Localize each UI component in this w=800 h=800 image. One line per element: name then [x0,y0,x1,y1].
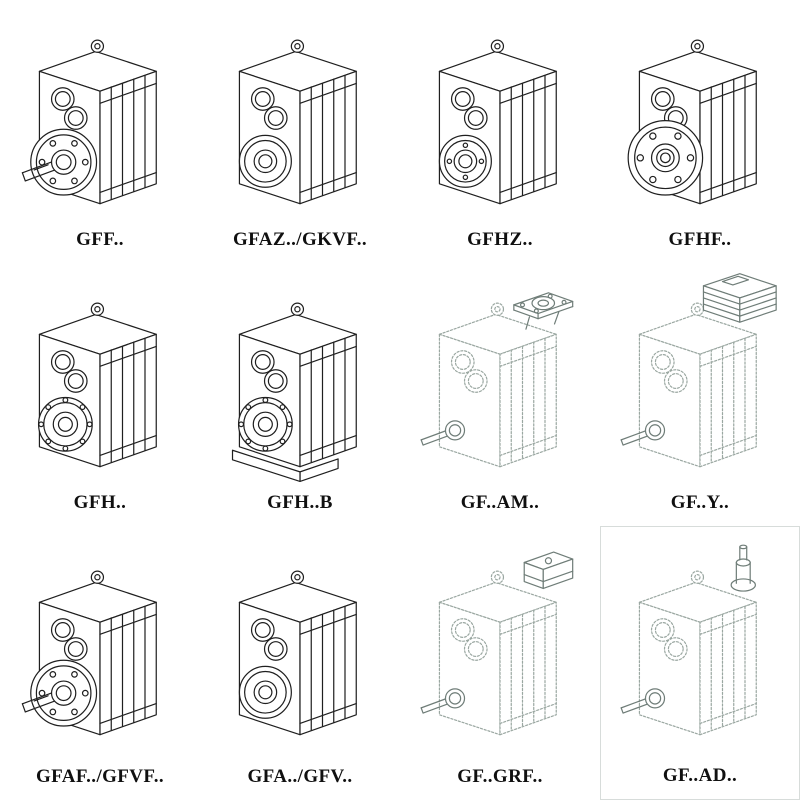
gearbox-model-label: GFF.. [76,229,124,250]
catalog-cell: GF..GRF.. [400,526,600,800]
gearbox-model-label: GF..AD.. [662,765,738,786]
gearbox-drawing-gf-ad [602,531,798,761]
gearbox-drawing-gfh-b [202,267,398,488]
gearbox-model-label: GF..GRF.. [457,766,543,787]
catalog-cell: GFF.. [0,0,200,263]
gearbox-drawing-gf-grf [402,530,598,762]
catalog-cell: GF..AM.. [400,263,600,526]
gearbox-model-label: GFHZ.. [467,229,533,250]
gearbox-model-label: GF..Y.. [670,492,730,513]
catalog-cell: GFHZ.. [400,0,600,263]
catalog-cell: GF..AD.. [600,526,800,800]
gearbox-drawing-gfaf-gfvf [2,530,198,762]
gearbox-drawing-gfhf [602,4,798,225]
gearbox-model-label: GFA../GFV.. [247,766,353,787]
gearbox-model-label: GFH.. [73,492,127,513]
gearbox-model-label: GFAF../GFVF.. [35,766,164,787]
gearbox-model-label: GFH..B [267,492,333,513]
catalog-cell: GFH.. [0,263,200,526]
catalog-cell: GFHF.. [600,0,800,263]
gearbox-model-label: GFHF.. [668,229,732,250]
gearbox-drawing-gfh [2,267,198,488]
gearbox-drawing-gfhz [402,4,598,225]
gearbox-drawing-gfaz-gkvf [202,4,398,225]
catalog-cell: GFAF../GFVF.. [0,526,200,800]
gearbox-drawing-gfa-gfv [202,530,398,762]
gearbox-drawing-gf-y [602,267,798,488]
gearbox-model-label: GF..AM.. [460,492,540,513]
catalog-cell: GFH..B [200,263,400,526]
gearbox-drawing-gf-am [402,267,598,488]
catalog-cell: GFA../GFV.. [200,526,400,800]
gearbox-model-label: GFAZ../GKVF.. [233,229,367,250]
gearbox-drawing-gff [2,4,198,225]
catalog-cell: GFAZ../GKVF.. [200,0,400,263]
catalog-cell: GF..Y.. [600,263,800,526]
